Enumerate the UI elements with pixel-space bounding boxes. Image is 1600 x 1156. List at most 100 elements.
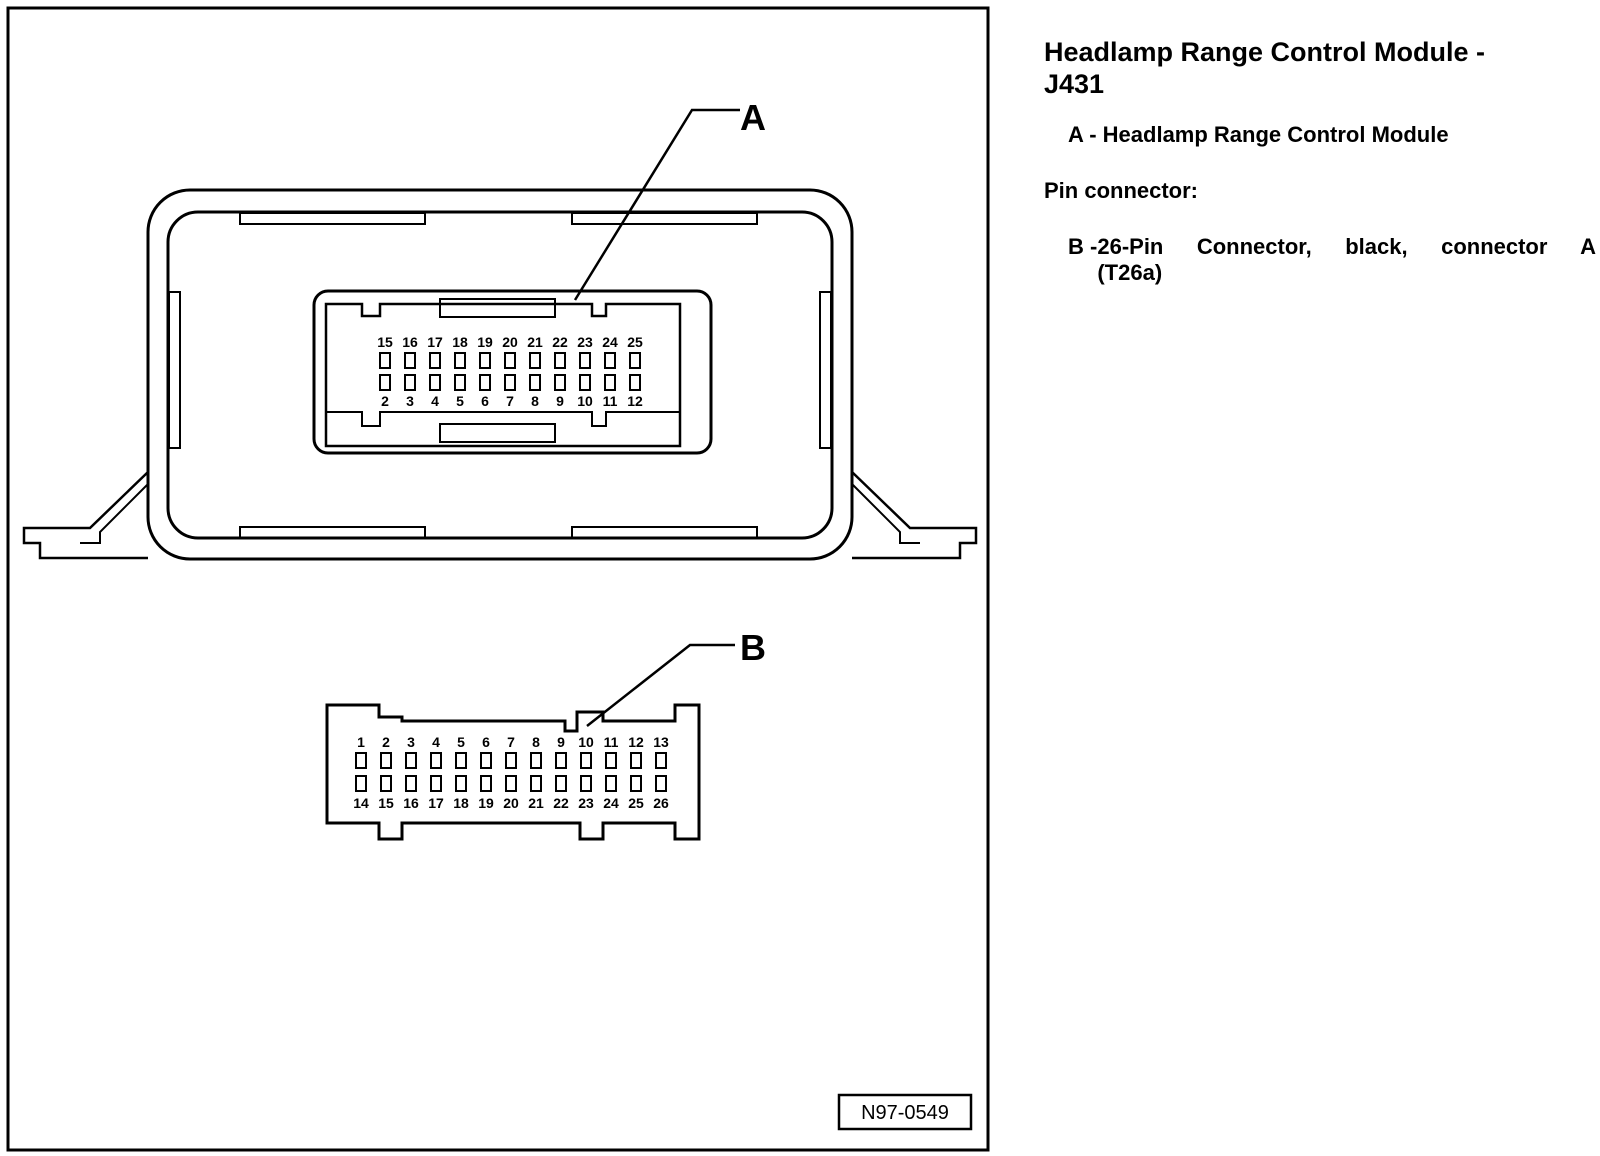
connector-pin-6 (480, 752, 492, 769)
connector-pin-5 (455, 752, 467, 769)
connector-pin-4 (430, 752, 442, 769)
connector-pin-label-10: 10 (578, 734, 594, 750)
connector-pin-label-7: 7 (507, 734, 515, 750)
module-socket-inner (324, 302, 682, 448)
legend-item-b-key: B (1068, 234, 1084, 259)
right-flange (851, 471, 978, 560)
connector-pin-16 (405, 775, 417, 792)
connector-pin-21 (530, 775, 542, 792)
legend-panel: Headlamp Range Control Module - J431 A -… (1044, 36, 1596, 286)
rib-top-right (571, 212, 758, 225)
legend-item-a: A - Headlamp Range Control Module (1068, 122, 1596, 148)
module-pin-25 (629, 352, 641, 369)
module-pin-23 (579, 352, 591, 369)
connector-pin-20 (505, 775, 517, 792)
module-pin-label-17: 17 (427, 334, 443, 350)
legend-item-a-text: Headlamp Range Control Module (1102, 122, 1449, 147)
connector-pin-label-6: 6 (482, 734, 490, 750)
module-pin-label-4: 4 (431, 393, 439, 409)
module-pin-label-23: 23 (577, 334, 593, 350)
pin-connector-heading: Pin connector: (1044, 178, 1199, 203)
connector-pin-label-15: 15 (378, 795, 394, 811)
connector-pin-label-16: 16 (403, 795, 419, 811)
module-pin-4 (429, 374, 441, 391)
connector-pin-label-9: 9 (557, 734, 565, 750)
connector-pin-2 (380, 752, 392, 769)
module-pin-label-24: 24 (602, 334, 618, 350)
connector-pin-7 (505, 752, 517, 769)
socket-tab-top (439, 298, 556, 318)
connector-pin-label-17: 17 (428, 795, 444, 811)
module-pin-7 (504, 374, 516, 391)
module-socket-outer (312, 289, 713, 455)
connector-pin-15 (380, 775, 392, 792)
connector-pin-9 (555, 752, 567, 769)
rib-bottom-right (571, 526, 758, 539)
legend-item-b-line2: (T26a) (1097, 260, 1163, 285)
callout-a: A (573, 97, 766, 301)
module-pin-label-7: 7 (506, 393, 514, 409)
legend-item-a-key: A (1068, 122, 1084, 147)
connector-pin-label-2: 2 (382, 734, 390, 750)
connector-pin-label-24: 24 (603, 795, 619, 811)
module-pin-label-21: 21 (527, 334, 543, 350)
connector-pin-label-3: 3 (407, 734, 415, 750)
module-pin-20 (504, 352, 516, 369)
connector-pin-label-23: 23 (578, 795, 594, 811)
figure-id-frame (837, 1093, 973, 1131)
module-pin-label-18: 18 (452, 334, 468, 350)
module-pin-19 (479, 352, 491, 369)
connector-pin-label-25: 25 (628, 795, 644, 811)
module-pin-12 (629, 374, 641, 391)
module-pin-15 (379, 352, 391, 369)
connector-pin-label-26: 26 (653, 795, 669, 811)
connector-pin-label-14: 14 (353, 795, 369, 811)
connector-pin-label-20: 20 (503, 795, 519, 811)
module-outer-body (146, 188, 854, 561)
connector-pin-label-18: 18 (453, 795, 469, 811)
connector-b (325, 703, 701, 841)
legend-item-b-key-wrap: B - (1068, 234, 1098, 259)
rib-left (168, 291, 181, 449)
module-pin-16 (404, 352, 416, 369)
figure-id-box: N97-0549 (837, 1093, 973, 1131)
connector-pin-22 (555, 775, 567, 792)
module-pin-24 (604, 352, 616, 369)
connector-pin-label-13: 13 (653, 734, 669, 750)
connector-pin-24 (605, 775, 617, 792)
module-pin-22 (554, 352, 566, 369)
module-pin-label-2: 2 (381, 393, 389, 409)
connector-pin-8 (530, 752, 542, 769)
module-pin-9 (554, 374, 566, 391)
module-pin-label-11: 11 (603, 393, 618, 409)
module-pin-label-10: 10 (577, 393, 593, 409)
connector-pin-11 (605, 752, 617, 769)
rib-bottom-left (239, 526, 426, 539)
module-pin-8 (529, 374, 541, 391)
callout-b-label: B (740, 627, 766, 668)
module-pin-label-6: 6 (481, 393, 489, 409)
connector-b-body (325, 703, 701, 841)
connector-pin-23 (580, 775, 592, 792)
connector-pin-label-1: 1 (357, 734, 365, 750)
module-pin-label-5: 5 (456, 393, 464, 409)
legend-item-a-separator: - (1089, 122, 1103, 147)
module-pin-18 (454, 352, 466, 369)
connector-pin-14 (355, 775, 367, 792)
module-pin-label-8: 8 (531, 393, 539, 409)
connector-pin-label-8: 8 (532, 734, 540, 750)
connector-pin-10 (580, 752, 592, 769)
connector-pin-label-11: 11 (604, 734, 619, 750)
module-pin-2 (379, 374, 391, 391)
module-pin-label-25: 25 (627, 334, 643, 350)
connector-pin-label-12: 12 (628, 734, 644, 750)
connector-pin-13 (655, 752, 667, 769)
legend-item-b-line1: 26-Pin Connector, black, connector A (1097, 234, 1596, 259)
rib-top-left (239, 212, 426, 225)
module-pin-label-9: 9 (556, 393, 564, 409)
module-pin-5 (454, 374, 466, 391)
